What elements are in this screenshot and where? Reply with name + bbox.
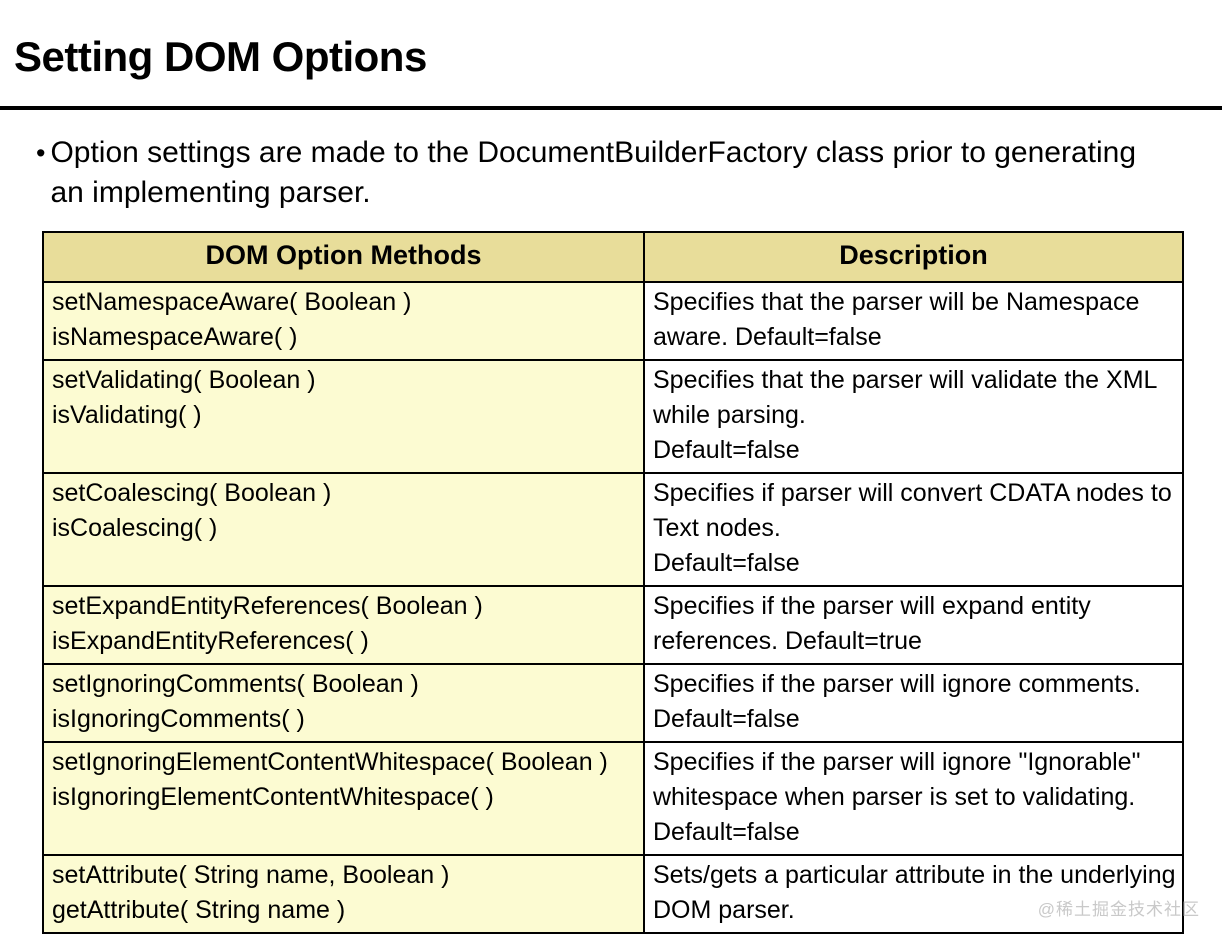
table-row: setNamespaceAware( Boolean ) isNamespace…: [42, 281, 1184, 362]
cell-method: setAttribute( String name, Boolean ) get…: [42, 854, 645, 935]
cell-description: Specifies if the parser will ignore "Ign…: [643, 741, 1184, 857]
table-row: setCoalescing( Boolean ) isCoalescing( )…: [42, 472, 1184, 588]
cell-method: setIgnoringElementContentWhitespace( Boo…: [42, 741, 645, 857]
table-row: setIgnoringComments( Boolean ) isIgnorin…: [42, 663, 1184, 744]
table-header: DOM Option Methods Description: [42, 231, 1184, 284]
cell-method: setNamespaceAware( Boolean ) isNamespace…: [42, 281, 645, 362]
column-header-description: Description: [643, 231, 1184, 284]
cell-description: Sets/gets a particular attribute in the …: [643, 854, 1184, 935]
bullet-point-icon: •: [36, 138, 46, 169]
cell-description: Specifies if parser will convert CDATA n…: [643, 472, 1184, 588]
cell-method: setCoalescing( Boolean ) isCoalescing( ): [42, 472, 645, 588]
table-row: setIgnoringElementContentWhitespace( Boo…: [42, 741, 1184, 857]
table-header-row: DOM Option Methods Description: [42, 231, 1184, 284]
dom-options-table: DOM Option Methods Description setNamesp…: [42, 231, 1184, 935]
dom-options-table-container: DOM Option Methods Description setNamesp…: [42, 231, 1184, 935]
bullet-paragraph-text: Option settings are made to the Document…: [50, 136, 1137, 210]
cell-description: Specifies if the parser will ignore comm…: [643, 663, 1184, 744]
table-row: setExpandEntityReferences( Boolean ) isE…: [42, 585, 1184, 666]
column-header-dom-option-methods: DOM Option Methods: [42, 231, 645, 284]
cell-method: setExpandEntityReferences( Boolean ) isE…: [42, 585, 645, 666]
table-row: setAttribute( String name, Boolean ) get…: [42, 854, 1184, 935]
cell-method: setIgnoringComments( Boolean ) isIgnorin…: [42, 663, 645, 744]
cell-description: Specifies that the parser will be Namesp…: [643, 281, 1184, 362]
title-divider: [0, 106, 1222, 111]
table-row: setValidating( Boolean ) isValidating( )…: [42, 359, 1184, 475]
bullet-paragraph: • Option settings are made to the Docume…: [0, 133, 1222, 213]
slide: Setting DOM Options • Option settings ar…: [0, 28, 1222, 935]
table-body: setNamespaceAware( Boolean ) isNamespace…: [42, 281, 1184, 935]
page-title: Setting DOM Options: [14, 33, 427, 81]
cell-method: setValidating( Boolean ) isValidating( ): [42, 359, 645, 475]
cell-description: Specifies that the parser will validate …: [643, 359, 1184, 475]
cell-description: Specifies if the parser will expand enti…: [643, 585, 1184, 666]
